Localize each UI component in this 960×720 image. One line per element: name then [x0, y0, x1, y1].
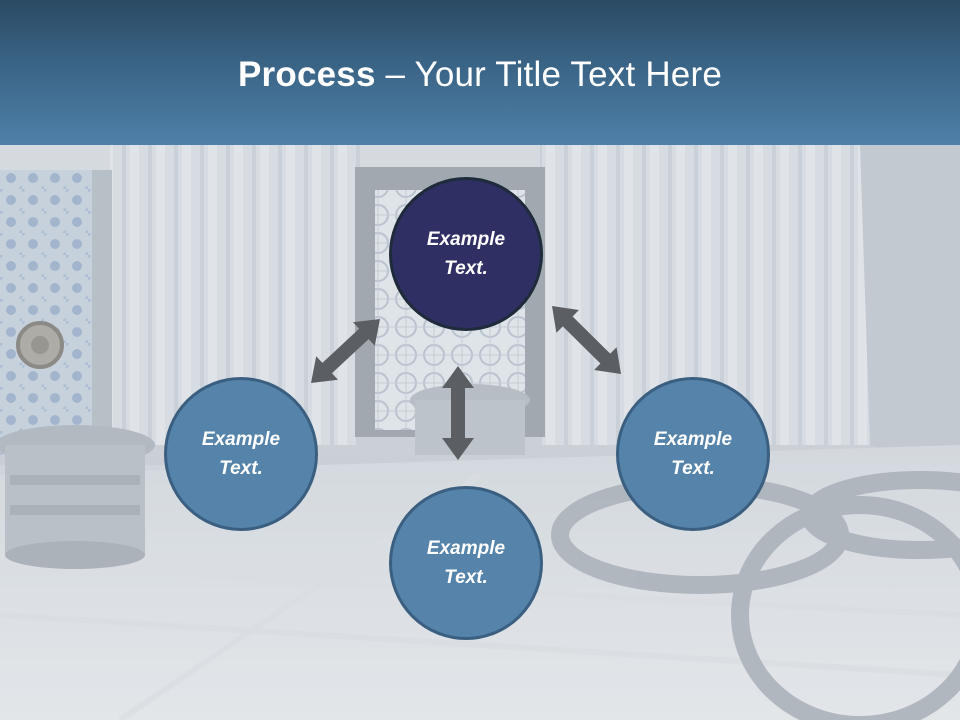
node-label: Example Text. [426, 229, 506, 279]
node-label: Example Text. [201, 429, 281, 479]
process-node-left: Example Text. [164, 377, 318, 531]
title-rest-text: – Your Title Text Here [375, 55, 722, 94]
process-node-top: Example Text. [389, 177, 543, 331]
title-bold-text: Process [238, 55, 376, 94]
process-node-right: Example Text. [616, 377, 770, 531]
title-bar: Process – Your Title Text Here [0, 0, 960, 145]
process-node-bottom: Example Text. [389, 486, 543, 640]
arrow-top-bottom [442, 366, 474, 460]
node-label: Example Text. [653, 429, 733, 479]
slide-title: Process – Your Title Text Here [0, 55, 960, 95]
arrow-top-left [311, 319, 380, 383]
node-label: Example Text. [426, 538, 506, 588]
arrow-top-right [552, 306, 621, 374]
